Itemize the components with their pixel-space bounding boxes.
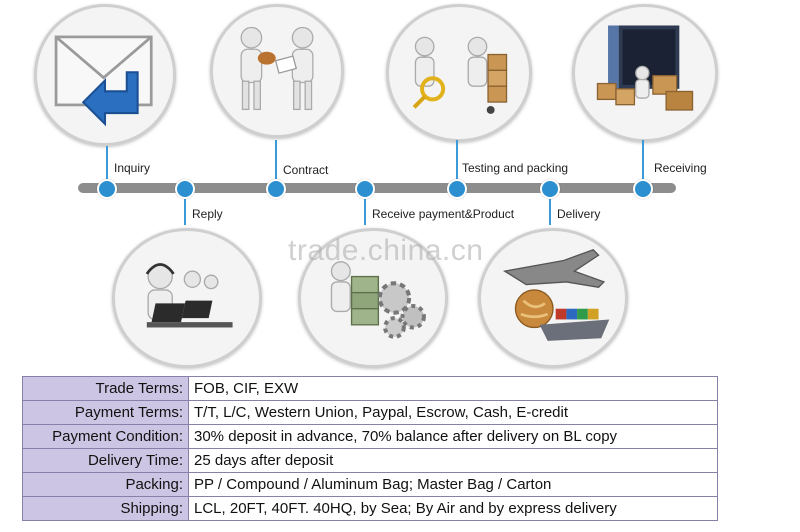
table-row: Trade Terms: FOB, CIF, EXW	[22, 376, 718, 401]
table-row: Delivery Time: 25 days after deposit	[22, 448, 718, 473]
timeline-stem	[549, 195, 551, 225]
timeline-stem	[364, 195, 366, 225]
delivery-time-value: 25 days after deposit	[188, 448, 718, 473]
trade-terms-label: Trade Terms:	[22, 376, 189, 401]
magnifier-boxes-icon	[386, 4, 532, 142]
plane-globe-ship-icon	[478, 228, 628, 368]
shipping-label: Shipping:	[22, 496, 189, 521]
timeline-dot	[355, 179, 375, 199]
delivery-time-label: Delivery Time:	[22, 448, 189, 473]
container-boxes-icon	[572, 4, 718, 142]
handshake-contract-icon	[210, 4, 344, 138]
timeline-stem	[456, 140, 458, 182]
timeline-dot	[97, 179, 117, 199]
timeline-stem	[184, 195, 186, 225]
step-label-receiving: Receiving	[654, 161, 707, 175]
trade-terms-table: Trade Terms: FOB, CIF, EXW Payment Terms…	[22, 376, 718, 521]
payment-condition-value: 30% deposit in advance, 70% balance afte…	[188, 424, 718, 449]
timeline-dot	[175, 179, 195, 199]
step-label-inquiry: Inquiry	[114, 161, 151, 175]
packing-label: Packing:	[22, 472, 189, 497]
timeline-stem	[275, 140, 277, 182]
step-label-testing-packing: Testing and packing	[462, 161, 569, 175]
payment-terms-label: Payment Terms:	[22, 400, 189, 425]
table-row: Packing: PP / Compound / Aluminum Bag; M…	[22, 472, 718, 497]
table-row: Shipping: LCL, 20FT, 40FT. 40HQ, by Sea;…	[22, 496, 718, 521]
timeline-stem	[642, 140, 644, 182]
order-process-diagram: trade.china.cn Inquiry Reply Contract Re…	[34, 4, 718, 368]
packing-value: PP / Compound / Aluminum Bag; Master Bag…	[188, 472, 718, 497]
payment-terms-value: T/T, L/C, Western Union, Paypal, Escrow,…	[188, 400, 718, 425]
step-label-reply: Reply	[192, 207, 223, 221]
timeline-stem	[106, 146, 108, 182]
payment-condition-label: Payment Condition:	[22, 424, 189, 449]
step-label-delivery: Delivery	[557, 207, 601, 221]
timeline-bar	[78, 183, 676, 193]
table-row: Payment Terms: T/T, L/C, Western Union, …	[22, 400, 718, 425]
trade-terms-value: FOB, CIF, EXW	[188, 376, 718, 401]
envelope-arrow-icon	[34, 4, 176, 146]
timeline-dot	[540, 179, 560, 199]
watermark: trade.china.cn	[288, 234, 484, 267]
timeline-dot	[266, 179, 286, 199]
money-gears-icon	[298, 228, 448, 368]
timeline-dot	[447, 179, 467, 199]
table-row: Payment Condition: 30% deposit in advanc…	[22, 424, 718, 449]
step-label-receive-payment: Receive payment&Product	[372, 207, 515, 221]
shipping-value: LCL, 20FT, 40FT. 40HQ, by Sea; By Air an…	[188, 496, 718, 521]
customer-service-icon	[112, 228, 262, 368]
step-label-contract: Contract	[283, 163, 329, 177]
timeline-dot	[633, 179, 653, 199]
